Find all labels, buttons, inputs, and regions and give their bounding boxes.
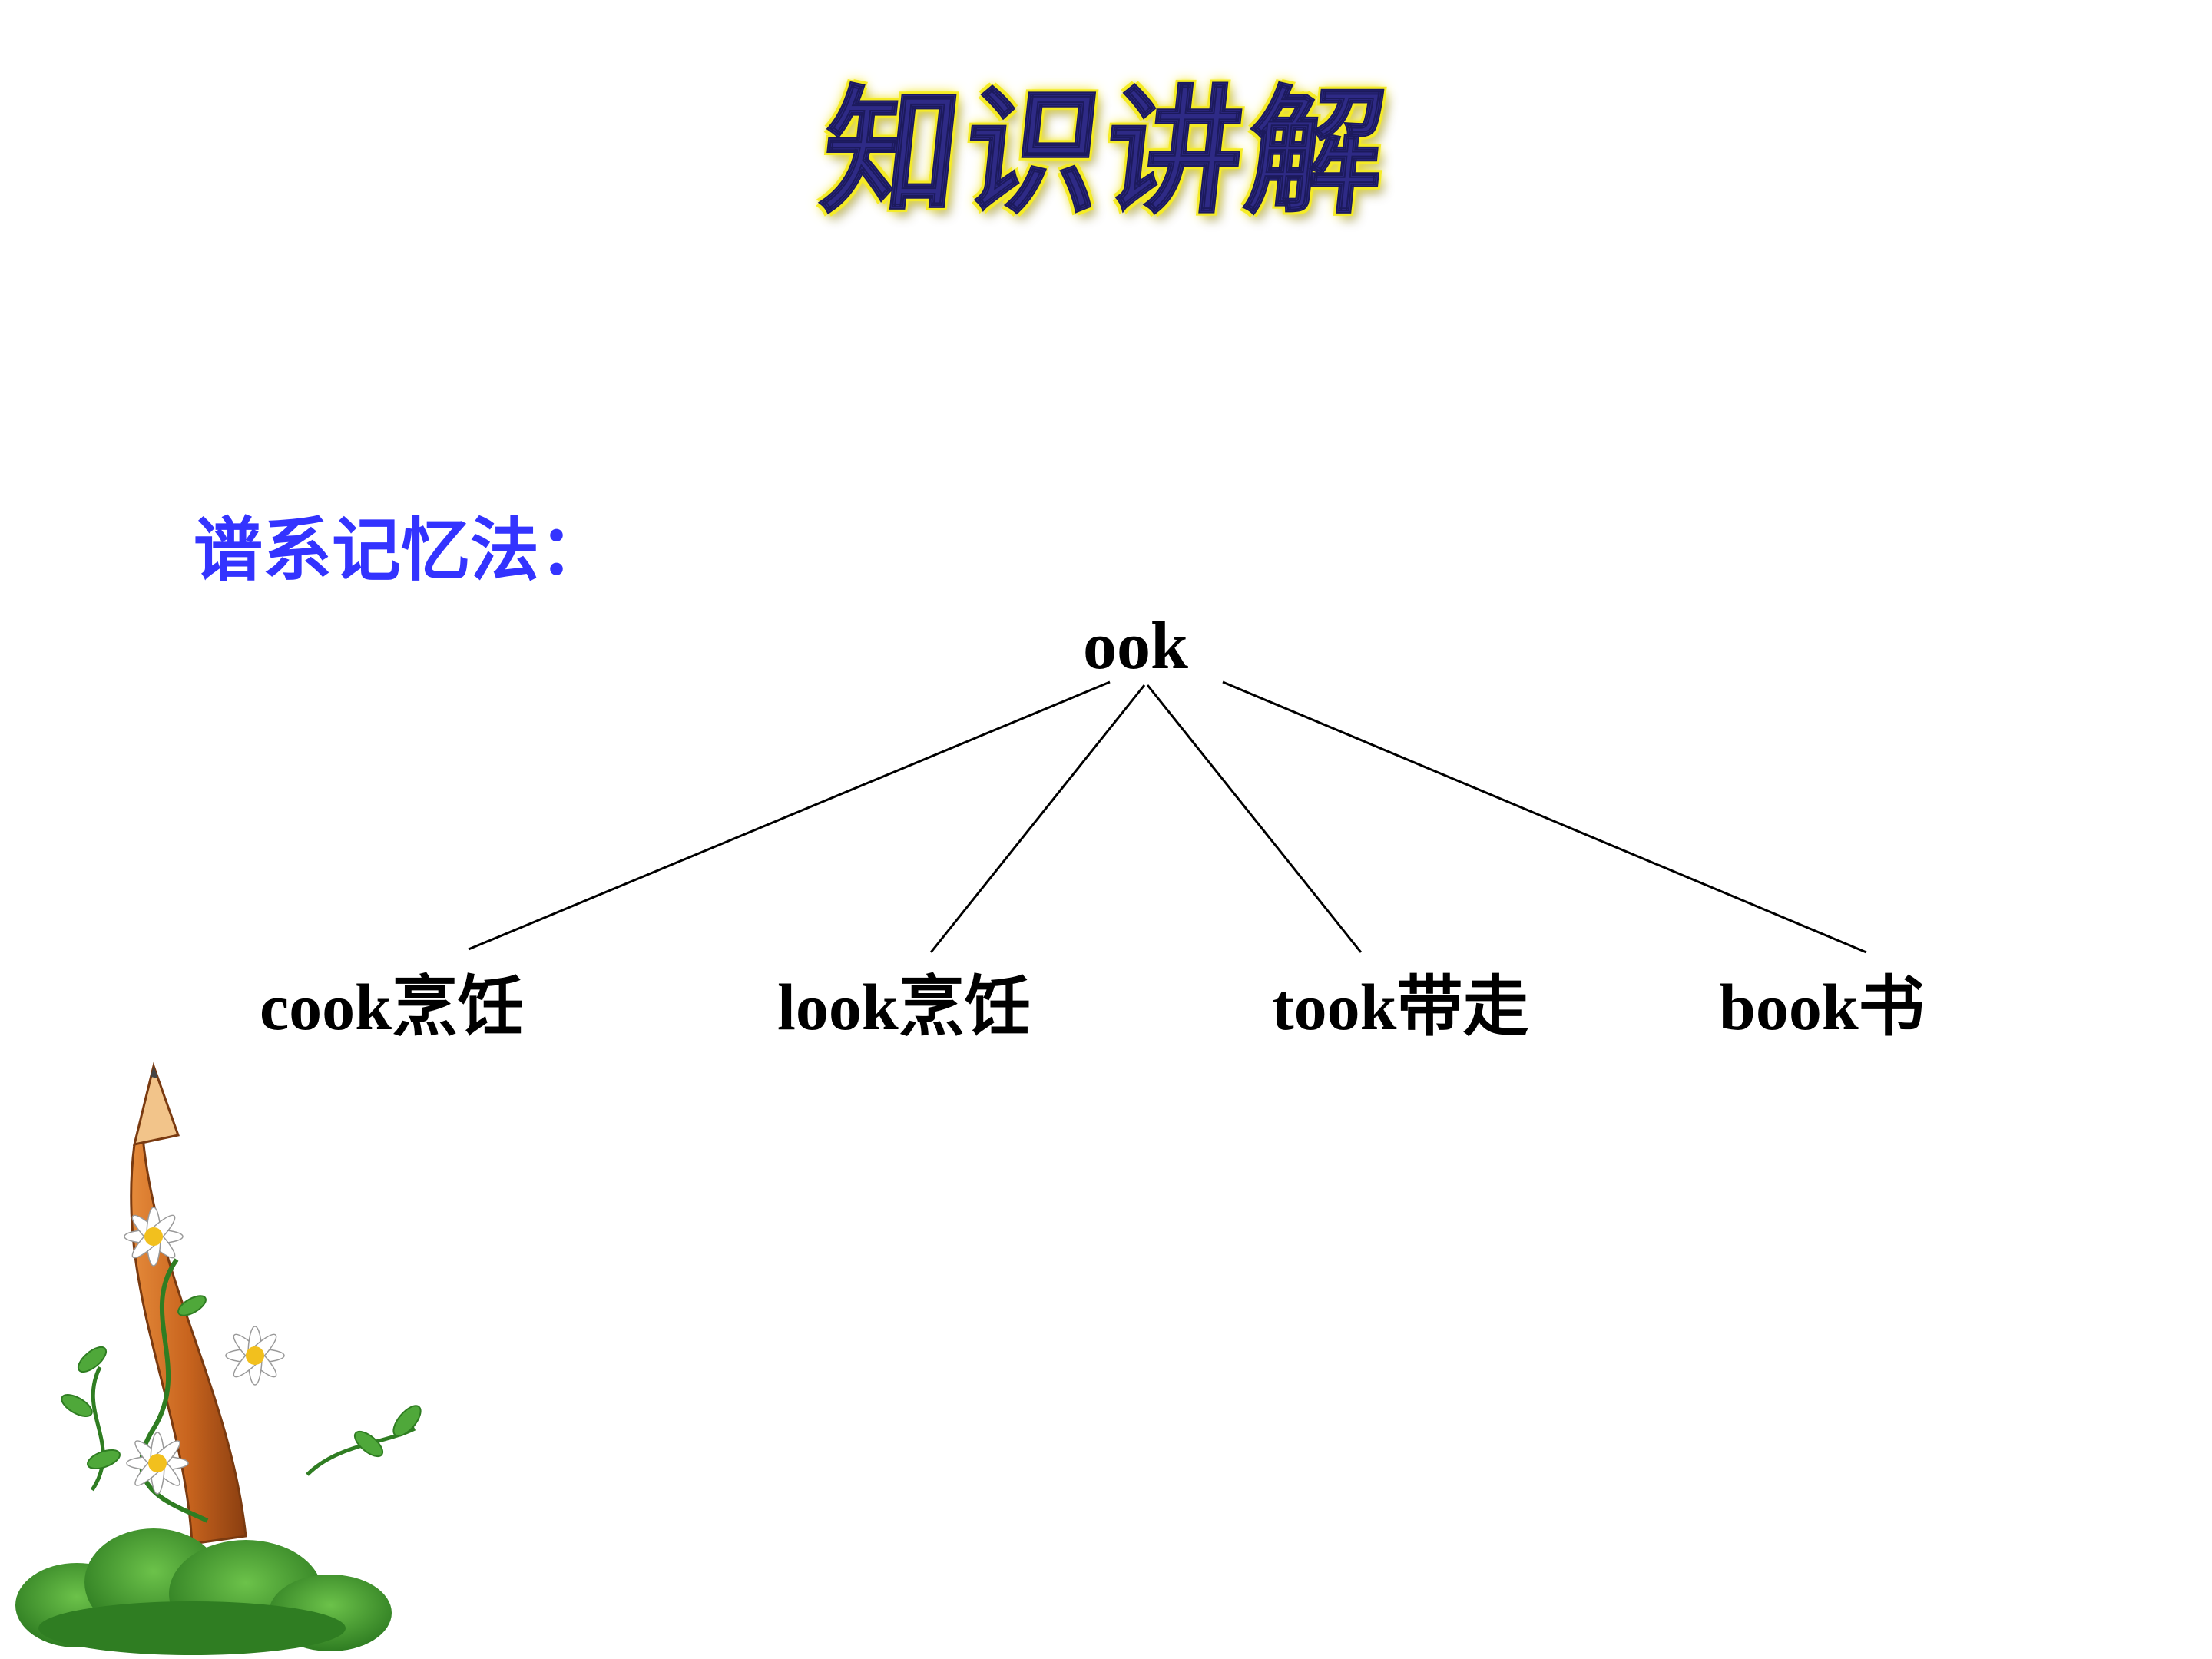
- root-node: ook: [1083, 609, 1188, 684]
- child-meaning: 书: [1858, 969, 1925, 1045]
- branch-line-cook: [468, 680, 1111, 951]
- daisy-1: [124, 1207, 184, 1267]
- child-word: book: [1719, 970, 1859, 1044]
- child-meaning: 烹饪: [392, 969, 524, 1045]
- child-meaning: 带走: [1396, 969, 1529, 1045]
- branch-line-look: [929, 684, 1146, 953]
- branch-line-book: [1222, 680, 1867, 954]
- method-label: 谱系记忆法：: [194, 510, 608, 591]
- child-word: look: [777, 970, 899, 1044]
- child-node-look: look烹饪: [777, 974, 1031, 1040]
- daisy-3: [126, 1432, 189, 1495]
- child-word: cook: [260, 970, 392, 1044]
- child-meaning: 烹饪: [898, 969, 1031, 1045]
- pencil-with-daisies-icon: [15, 1061, 422, 1655]
- branch-line-took: [1146, 684, 1363, 953]
- child-node-book: book书: [1719, 974, 1925, 1040]
- daisy-2: [225, 1326, 285, 1386]
- child-node-cook: cook烹饪: [260, 974, 524, 1040]
- child-node-took: took带走: [1272, 974, 1528, 1040]
- child-word: took: [1272, 970, 1397, 1044]
